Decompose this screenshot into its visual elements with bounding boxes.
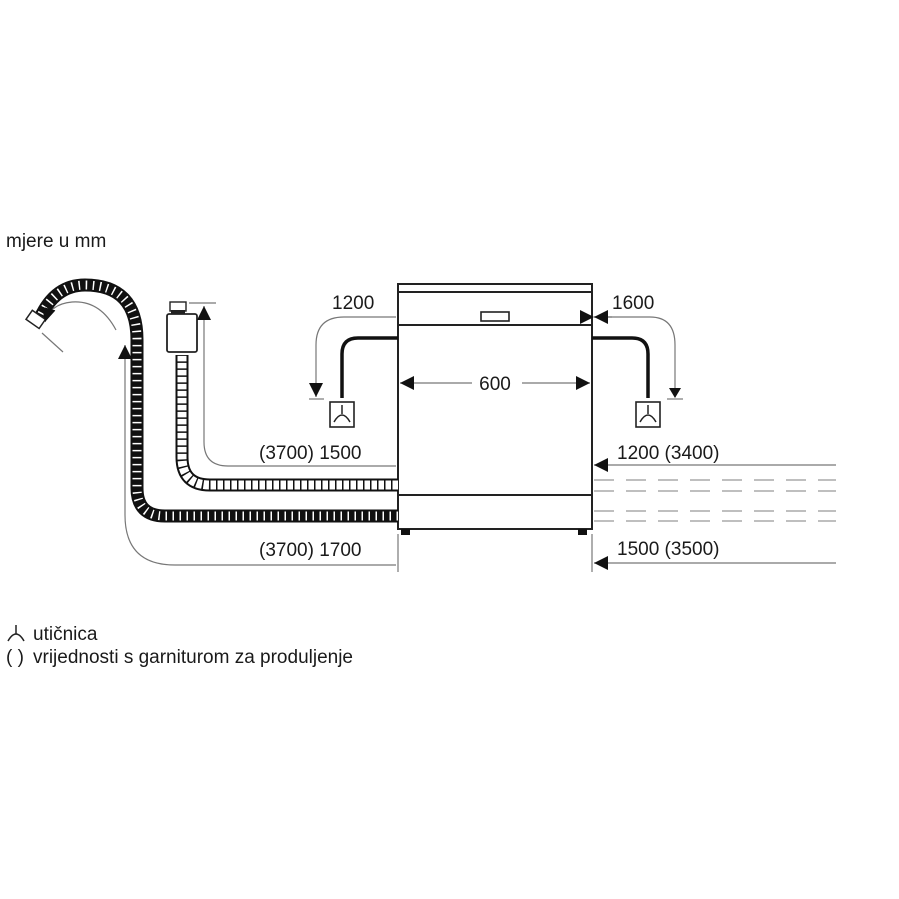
legend-socket-label: utičnica	[33, 624, 98, 645]
legend-extension-label: vrijednosti s garniturom za produljenje	[33, 647, 353, 668]
foot-right	[578, 529, 587, 535]
inlet-right-label: 1500 (3500)	[617, 539, 719, 560]
foot-left	[401, 529, 410, 535]
power-right-label: 1600	[612, 293, 654, 314]
legend: utičnica ( ) vrijednosti s garniturom za…	[6, 624, 353, 668]
units-title: mjere u mm	[6, 231, 106, 252]
power-cable-right: 1600	[580, 293, 683, 428]
right-hose-routing	[591, 458, 836, 572]
control-display	[480, 311, 510, 322]
drain-hose	[24, 278, 398, 566]
drain-hose-end	[24, 309, 47, 330]
drain-right-label: 1200 (3400)	[617, 443, 719, 464]
socket-legend-icon	[7, 625, 25, 642]
drain-left-label: (3700) 1500	[259, 443, 361, 464]
legend-extension-symbol: ( )	[6, 647, 24, 668]
width-label: 600	[479, 374, 511, 395]
power-cable-left: 1200	[309, 293, 398, 428]
width-dimension: 600	[400, 374, 590, 395]
inlet-hose	[166, 301, 398, 492]
inlet-left-label: (3700) 1700	[259, 540, 361, 561]
dishwasher	[397, 283, 593, 535]
aquastop-valve	[166, 313, 198, 353]
power-left-label: 1200	[332, 293, 374, 314]
